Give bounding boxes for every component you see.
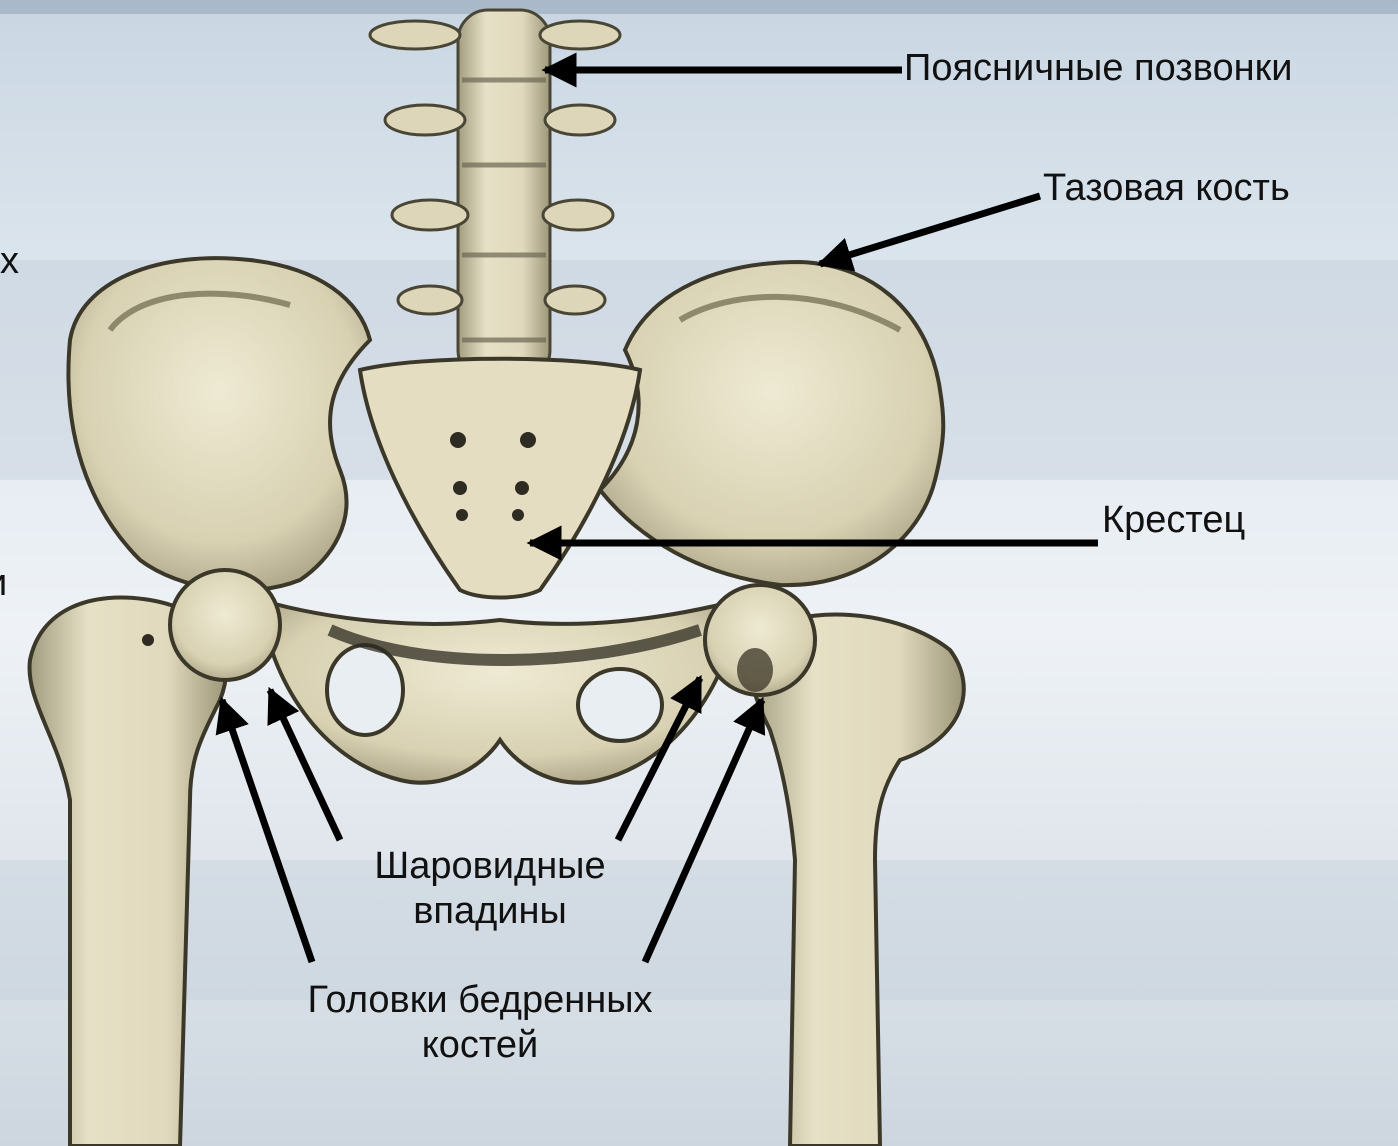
clipped-text-lower: и — [0, 562, 7, 605]
label-sockets-line2: впадины — [330, 889, 650, 934]
label-femoral-heads: Головки бедренных костей — [250, 978, 710, 1068]
lumbar-vertebrae — [370, 10, 620, 380]
sacrum — [360, 359, 640, 598]
clipped-text-upper: х — [0, 240, 19, 283]
label-pelvic-bone: Тазовая кость — [1043, 166, 1290, 211]
left-obturator-foramen — [327, 645, 403, 735]
arrow-pelvic-bone — [820, 196, 1040, 264]
label-femoral-line1: Головки бедренных — [250, 978, 710, 1023]
right-femur — [705, 585, 964, 1146]
right-obturator-foramen — [578, 669, 662, 741]
label-sockets-line1: Шаровидные — [330, 844, 650, 889]
right-iliac-wing — [600, 262, 943, 585]
label-sacrum: Крестец — [1102, 498, 1245, 543]
left-femur — [30, 570, 280, 1146]
arrow-femoral-left — [222, 700, 312, 962]
label-lumbar-vertebrae: Поясничные позвонки — [904, 46, 1292, 91]
left-iliac-wing — [68, 258, 370, 590]
label-sockets: Шаровидные впадины — [330, 844, 650, 934]
label-femoral-line2: костей — [250, 1023, 710, 1068]
